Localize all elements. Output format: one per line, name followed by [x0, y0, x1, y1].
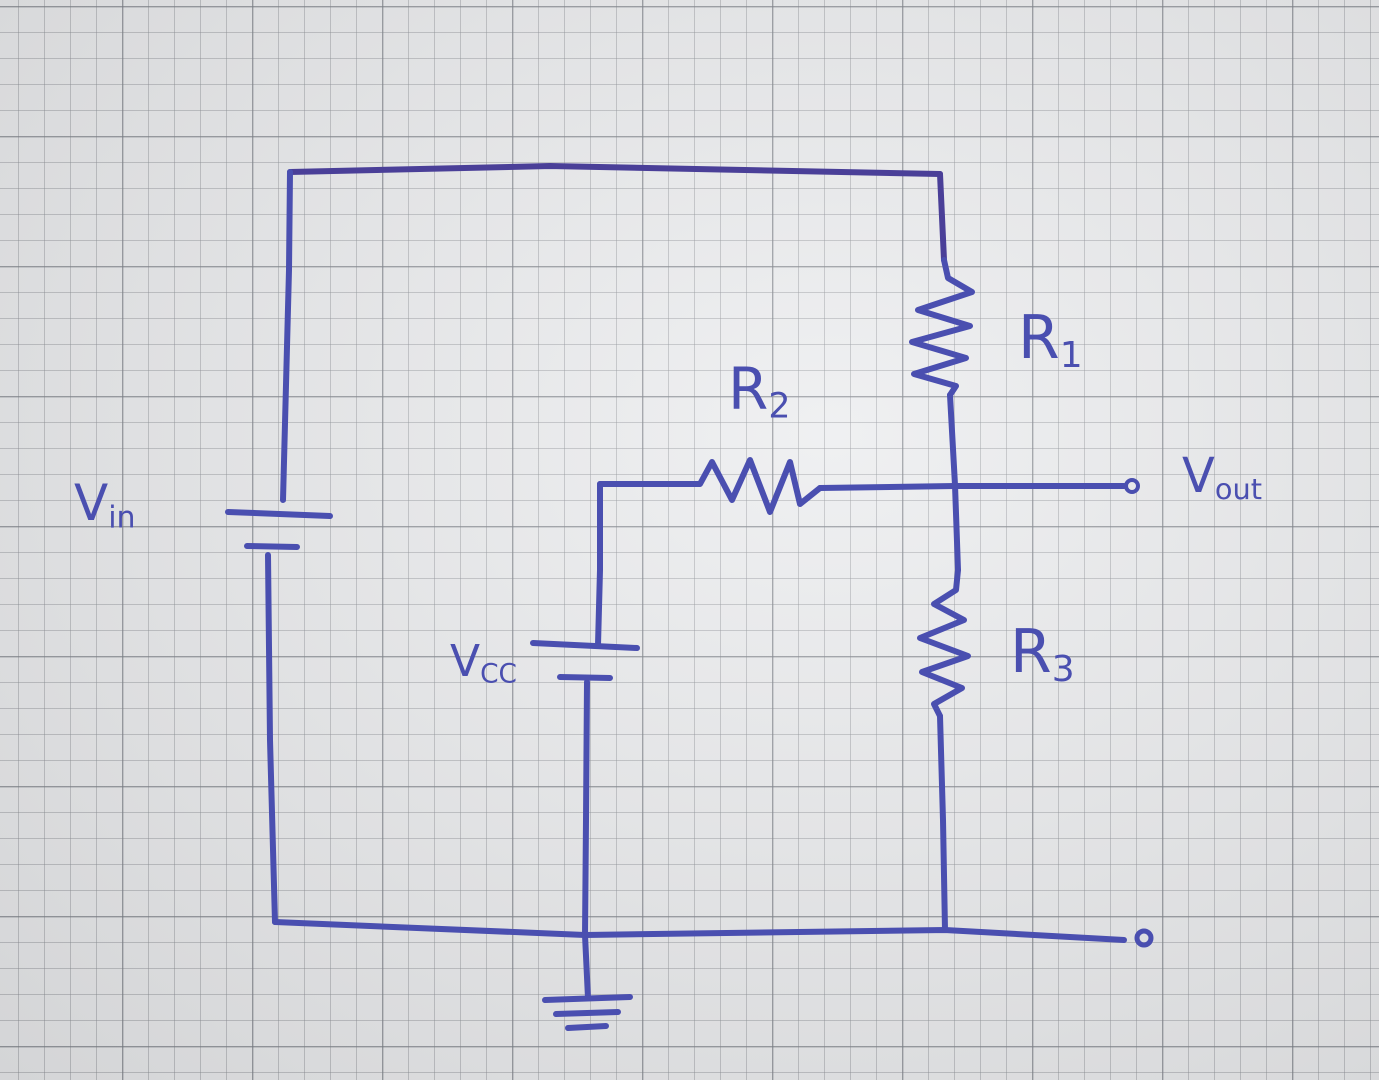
wire-top: [287, 163, 943, 177]
wire-left-upper: [280, 169, 293, 503]
label-r1-sub: 1: [1059, 335, 1083, 376]
wire-ground-stem: [582, 932, 591, 1001]
wire-right-top: [937, 171, 947, 263]
label-vin-main: V: [74, 474, 109, 532]
label-r1-main: R: [1018, 303, 1060, 373]
label-r2-sub: 2: [768, 386, 791, 427]
label-r3: R3: [1010, 622, 1075, 688]
label-r3-sub: 3: [1051, 649, 1075, 690]
ground-line-2: [553, 1009, 621, 1017]
ground-line-3: [565, 1023, 609, 1031]
wire-left-lower: [265, 552, 278, 925]
label-r3-main: R: [1010, 617, 1052, 687]
vcc-plate-short: [557, 674, 613, 681]
label-vin-sub: in: [108, 500, 136, 536]
vcc-plate-long: [530, 640, 640, 651]
wire-vcc-top: [595, 481, 603, 648]
resistor-r3: [917, 567, 971, 719]
wire-vcc-bottom: [582, 679, 590, 938]
wire-bottom: [272, 919, 1127, 943]
resistor-r2: [597, 457, 823, 515]
vin-plate-short: [244, 543, 300, 550]
ground-terminal: [1134, 928, 1154, 948]
label-vout-main: V: [1182, 448, 1215, 504]
label-vout: Vout: [1182, 452, 1262, 504]
vout-terminal: [1124, 478, 1140, 494]
label-r1: R1: [1018, 308, 1083, 374]
label-r2-main: R: [728, 355, 769, 423]
wires: [225, 163, 1154, 1031]
label-vcc-sub: CC: [480, 658, 517, 690]
label-vout-sub: out: [1214, 472, 1263, 507]
vin-plate-long: [225, 509, 333, 519]
label-vcc: VCC: [450, 640, 517, 688]
wire-r1-r3: [947, 392, 961, 573]
label-r2: R2: [728, 360, 790, 424]
ground-line-1: [542, 994, 633, 1003]
label-vcc-main: V: [450, 636, 481, 687]
resistor-r1: [909, 257, 975, 398]
wire-r3-bottom: [937, 713, 948, 933]
wire-vout: [817, 483, 1127, 491]
label-vin: Vin: [74, 478, 136, 534]
